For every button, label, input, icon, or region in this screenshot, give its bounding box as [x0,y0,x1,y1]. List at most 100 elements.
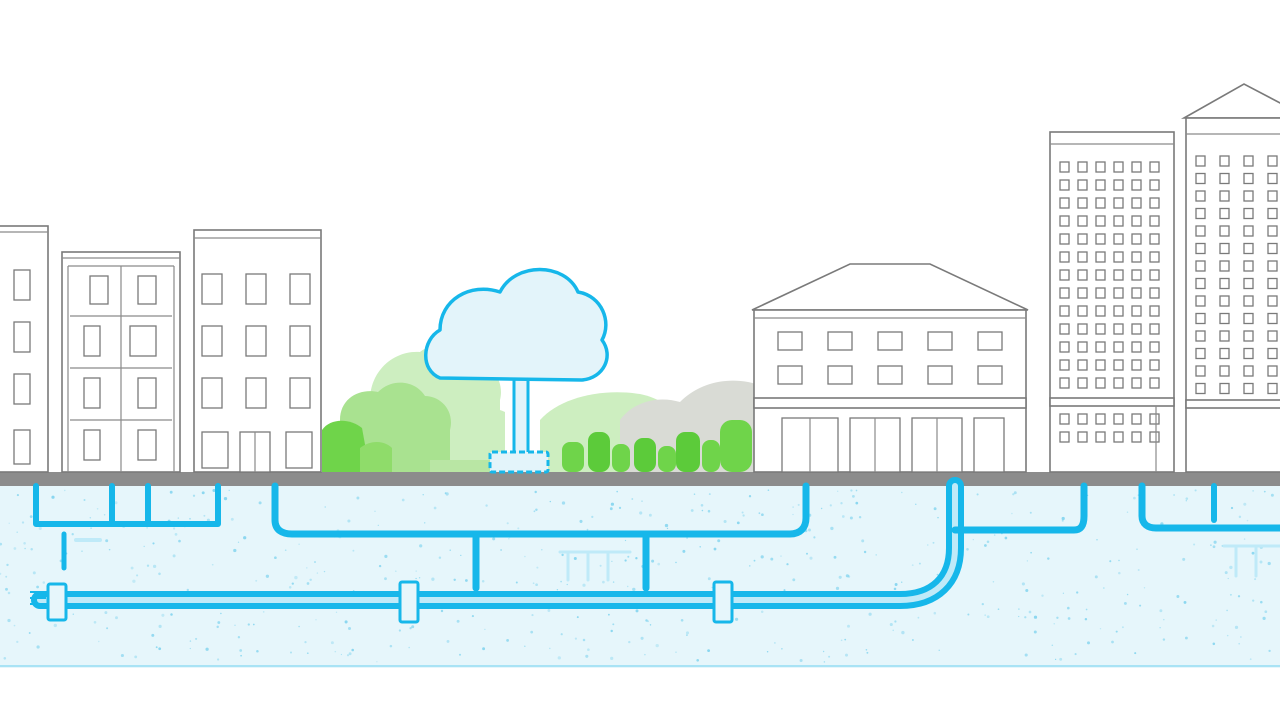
soil-speckle [114,501,118,505]
soil-speckle [158,647,162,651]
window [1149,269,1160,281]
soil-speckle [993,534,996,536]
soil-speckle [1254,578,1257,581]
soil-speckle [1099,628,1102,630]
soil-speckle [223,496,228,501]
window [1243,190,1254,202]
soil-speckle [284,549,287,552]
soil-speckle [685,631,690,635]
soil-speckle [136,574,139,577]
soil-speckle [786,563,789,566]
soil-speckle [1229,565,1233,570]
soil-speckle [456,619,460,623]
soil-speckle [205,647,209,651]
window [1149,233,1160,245]
soil-speckle [53,623,57,628]
window [1195,242,1206,255]
soil-speckle [13,547,17,550]
soil-speckle [1159,627,1161,629]
window [1243,207,1254,220]
soil-speckle [981,602,984,606]
soil-speckle [707,509,711,513]
soil-speckle [1029,511,1032,514]
window [1195,172,1206,185]
soil-speckle [445,492,449,496]
soil-speckle [517,527,520,530]
soil-speckle [680,618,684,622]
window [1149,197,1160,209]
soil-speckle [356,496,360,500]
soil-speckle [409,627,412,630]
soil-speckle [134,655,138,659]
window [1195,225,1206,237]
soil-speckle [1234,625,1239,630]
window [1195,347,1206,360]
soil-speckle [1024,653,1028,657]
soil-speckle [984,544,987,547]
window [1095,269,1106,281]
window [1219,260,1230,272]
window [1267,365,1278,377]
window [1243,295,1254,307]
window [1059,269,1070,281]
soil-speckle [675,561,677,564]
soil-speckle [608,613,610,616]
soil-speckle [335,611,338,613]
soil-speckle [889,622,893,627]
soil-speckle [453,578,456,582]
soil-speckle [1139,604,1142,607]
window [1077,161,1088,173]
soil-speckle [624,539,627,542]
soil-speckle [323,570,326,573]
soil-speckle [937,516,939,519]
window [1267,382,1278,395]
soil-speckle [535,583,538,587]
soil-speckle [894,583,898,586]
soil-speckle [560,580,562,583]
soil-speckle [220,612,222,615]
window [1131,197,1142,209]
soil-speckle [1062,592,1065,594]
soil-speckle [30,547,33,551]
window [1113,431,1124,443]
soil-speckle [616,490,618,493]
apartment-building-2 [61,251,181,473]
soil-speckle [1230,506,1234,510]
soil-speckle [1268,649,1271,653]
window [1243,155,1254,167]
soil-speckle [918,562,921,565]
soil-speckle [384,554,388,559]
soil-speckle [868,612,872,616]
soil-speckle [21,521,25,524]
soil-speckle [146,564,150,567]
soil-speckle [394,570,397,573]
soil-speckle [418,577,421,579]
window [1195,207,1206,220]
soil-speckle [506,522,509,525]
soil-speckle [262,611,265,613]
soil-speckle [484,628,486,631]
tree-icon [424,267,609,474]
window [1243,330,1254,342]
soil-speckle [534,490,537,494]
soil-speckle [23,542,26,545]
soil-speckle [760,555,764,559]
soil-speckle [611,560,613,562]
window [1059,233,1070,245]
soil-speckle [917,616,920,619]
soil-speckle [675,651,677,653]
soil-speckle [51,495,55,499]
soil-speckle [723,519,727,524]
window [1243,365,1254,377]
soil-speckle [649,624,652,626]
soil-speckle [1053,623,1055,625]
soil-speckle [780,555,782,557]
soil-speckle [741,511,744,514]
soil-speckle [699,546,701,548]
soil-speckle [735,617,739,621]
soil-speckle [855,501,859,505]
soil-speckle [927,544,929,546]
soil-speckle [89,517,92,519]
window [1219,312,1230,325]
window [1195,155,1206,167]
